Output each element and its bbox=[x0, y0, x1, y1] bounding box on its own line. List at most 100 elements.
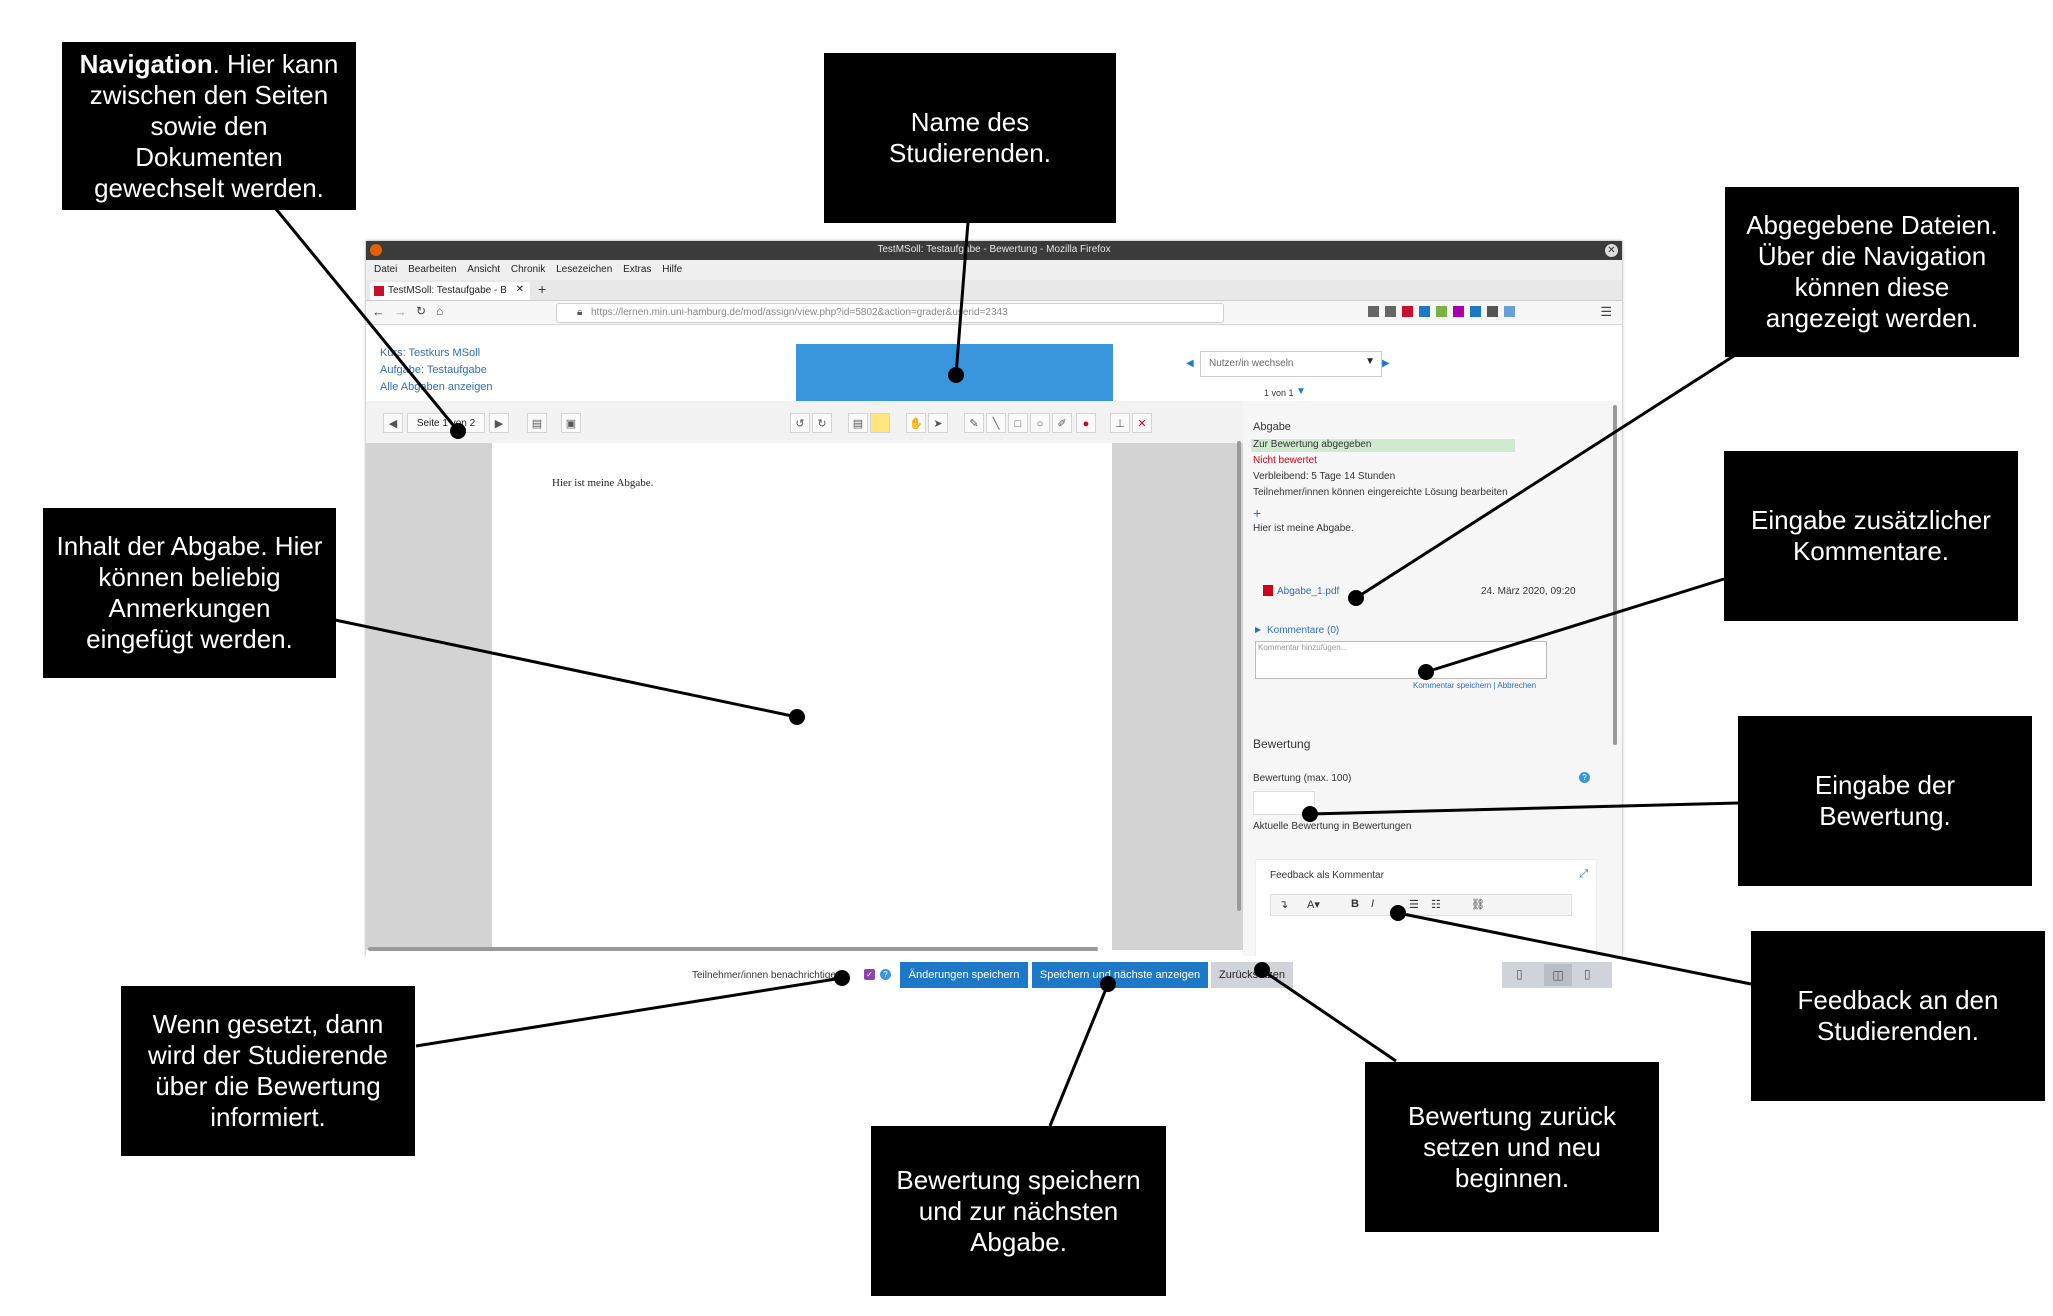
breadcrumb-course[interactable]: Kurs: Testkurs MSoll bbox=[380, 347, 481, 359]
numbered-list-icon[interactable]: ☷ bbox=[1431, 899, 1441, 911]
callout-navigation-bold: Navigation bbox=[79, 48, 213, 79]
layout-both-icon[interactable]: ◫ bbox=[1544, 964, 1572, 986]
document-page[interactable]: Hier ist meine Abgabe. bbox=[492, 443, 1112, 950]
save-and-next-button[interactable]: Speichern und nächste anzeigen bbox=[1032, 962, 1208, 988]
callout-feedback: Feedback an den Studierenden. bbox=[1751, 931, 2045, 1101]
menu-icon[interactable]: ☰ bbox=[1600, 304, 1612, 319]
extension-icons[interactable] bbox=[1368, 306, 1588, 317]
comment-save-link[interactable]: Kommentar speichern bbox=[1413, 681, 1492, 690]
notify-checkbox[interactable]: ✓ bbox=[864, 969, 875, 980]
breadcrumb-all-submissions[interactable]: Alle Abgaben anzeigen bbox=[380, 381, 493, 393]
bold-icon[interactable]: B bbox=[1351, 898, 1359, 910]
save-changes-button[interactable]: Änderungen speichern bbox=[900, 962, 1028, 988]
tab-label: TestMSoll: Testaufgabe - B bbox=[388, 285, 507, 296]
home-icon[interactable]: ⌂ bbox=[436, 304, 444, 318]
previous-page-button[interactable]: ◀ bbox=[383, 413, 403, 433]
notify-help-icon[interactable]: ? bbox=[880, 969, 891, 980]
comment-placeholder: Kommentar hinzufügen... bbox=[1258, 643, 1348, 652]
status-not-graded: Nicht bewertet bbox=[1253, 455, 1317, 466]
filter-icon[interactable]: ▼ bbox=[1296, 386, 1306, 397]
line-reset bbox=[1261, 968, 1397, 1063]
side-scrollbar[interactable] bbox=[1613, 405, 1617, 745]
window-title: TestMSoll: Testaufgabe - Bewertung - Moz… bbox=[877, 244, 1111, 255]
divider-scrollbar[interactable] bbox=[1237, 441, 1241, 911]
feedback-box: Feedback als Kommentar ⤢ ↴ A▾ B I ☰ ☷ ⛓ bbox=[1255, 859, 1597, 956]
select-tool-icon[interactable]: ➤ bbox=[928, 413, 948, 433]
highlight-tool-icon[interactable]: ✐ bbox=[1052, 413, 1072, 433]
line-navigation bbox=[274, 208, 460, 432]
link-icon[interactable]: ⛓ bbox=[1471, 899, 1485, 911]
new-tab-icon[interactable]: + bbox=[538, 281, 547, 297]
menu-item-lesezeichen[interactable]: Lesezeichen bbox=[556, 264, 613, 275]
line-tool-icon[interactable]: ╲ bbox=[986, 413, 1006, 433]
close-tab-icon[interactable]: ✕ bbox=[515, 284, 524, 295]
comment-input[interactable]: Kommentar hinzufügen... bbox=[1255, 641, 1547, 679]
pan-tool-icon[interactable]: ✋ bbox=[906, 413, 926, 433]
oval-tool-icon[interactable]: ○ bbox=[1030, 413, 1050, 433]
menu-item-bearbeiten[interactable]: Bearbeiten bbox=[408, 264, 457, 275]
layout-right-icon[interactable]: ▯ bbox=[1584, 967, 1591, 981]
window-titlebar: TestMSoll: Testaufgabe - Bewertung - Moz… bbox=[366, 241, 1622, 260]
url-field[interactable]: 🔒︎ https://lernen.min.uni-hamburg.de/mod… bbox=[556, 303, 1224, 323]
callout-navigation: Navigation. Hier kann zwischen den Seite… bbox=[62, 42, 356, 210]
time-remaining: Verbleibend: 5 Tage 14 Stunden bbox=[1253, 471, 1396, 482]
stamp-tool-icon[interactable]: ⊥ bbox=[1110, 413, 1130, 433]
line-feedback bbox=[1397, 911, 1752, 986]
footer-bar: Teilnehmer/innen benachrichtigen ✓ ? Änd… bbox=[366, 956, 1622, 996]
forward-icon[interactable]: → bbox=[394, 304, 407, 319]
status-submitted: Zur Bewertung abgegeben bbox=[1251, 439, 1515, 452]
previous-user-icon[interactable]: ◀ bbox=[1186, 358, 1194, 369]
rectangle-tool-icon[interactable]: □ bbox=[1008, 413, 1028, 433]
reload-icon[interactable]: ↻ bbox=[416, 304, 427, 318]
browser-tab[interactable]: TestMSoll: Testaufgabe - B ✕ bbox=[370, 282, 530, 300]
fullscreen-icon[interactable]: ⤢ bbox=[1579, 868, 1588, 880]
grading-heading: Bewertung bbox=[1253, 737, 1311, 751]
dot-notify bbox=[834, 970, 850, 986]
chevron-right-icon[interactable]: ▶ bbox=[1255, 625, 1262, 634]
document-toolbar: ◀ Seite 1 von 2 ▶ ▤ ▣ ↺ ↻ ▤ ✋ ➤ ✎ ╲ □ ○ … bbox=[366, 401, 1243, 443]
font-size-icon[interactable]: A▾ bbox=[1307, 899, 1320, 911]
dot-files bbox=[1348, 590, 1364, 606]
search-comments-icon[interactable]: ▤ bbox=[527, 413, 547, 433]
horizontal-scrollbar[interactable] bbox=[368, 947, 1098, 951]
comments-toggle[interactable]: Kommentare (0) bbox=[1267, 625, 1340, 636]
close-window-icon[interactable]: ✕ bbox=[1605, 244, 1618, 257]
italic-icon[interactable]: I bbox=[1371, 898, 1375, 910]
menu-item-hilfe[interactable]: Hilfe bbox=[662, 264, 683, 275]
expand-comments-icon[interactable]: ▣ bbox=[561, 413, 581, 433]
line-notify bbox=[415, 976, 843, 1048]
submitted-file-link[interactable]: Abgabe_1.pdf bbox=[1277, 586, 1340, 597]
dot-navigation bbox=[450, 423, 466, 439]
stamp-cross-icon[interactable]: ✕ bbox=[1132, 413, 1152, 433]
rotate-left-icon[interactable]: ↺ bbox=[790, 413, 810, 433]
menu-bar: Datei Bearbeiten Ansicht Chronik Lesezei… bbox=[366, 260, 1622, 280]
browser-window: TestMSoll: Testaufgabe - Bewertung - Moz… bbox=[366, 241, 1622, 956]
document-text: Hier ist meine Abgabe. bbox=[552, 477, 654, 489]
layout-left-icon[interactable]: ▯ bbox=[1516, 967, 1523, 981]
user-count: 1 von 1 bbox=[1264, 388, 1294, 398]
back-icon[interactable]: ← bbox=[372, 304, 385, 319]
help-icon[interactable]: ? bbox=[1579, 772, 1590, 783]
grading-panel: Abgabe Zur Bewertung abgegeben Nicht bew… bbox=[1243, 401, 1622, 956]
grade-input[interactable] bbox=[1253, 791, 1315, 815]
comment-tool-icon[interactable]: ▤ bbox=[848, 413, 868, 433]
menu-item-extras[interactable]: Extras bbox=[623, 264, 652, 275]
user-switch-select[interactable]: Nutzer/in wechseln ▼ bbox=[1200, 351, 1382, 377]
current-grade-label: Aktuelle Bewertung in Bewertungen bbox=[1253, 821, 1412, 832]
comment-cancel-link[interactable]: Abbrechen bbox=[1497, 681, 1537, 690]
bullet-list-icon[interactable]: ☰ bbox=[1409, 899, 1419, 911]
undo-icon[interactable]: ↴ bbox=[1279, 899, 1289, 911]
color-picker-icon[interactable] bbox=[870, 413, 890, 433]
annotation-tools: ↺ ↻ ▤ ✋ ➤ ✎ ╲ □ ○ ✐ ● ⊥ ✕ bbox=[790, 413, 1230, 433]
pen-tool-icon[interactable]: ✎ bbox=[964, 413, 984, 433]
menu-item-chronik[interactable]: Chronik bbox=[510, 264, 546, 275]
next-user-icon[interactable]: ▶ bbox=[1382, 358, 1390, 369]
color-drop-icon[interactable]: ● bbox=[1076, 413, 1096, 433]
line-grade bbox=[1309, 801, 1739, 816]
next-page-button[interactable]: ▶ bbox=[489, 413, 509, 433]
reset-button[interactable]: Zurücksetzen bbox=[1211, 962, 1293, 988]
expand-icon[interactable]: + bbox=[1253, 505, 1262, 521]
menu-item-ansicht[interactable]: Ansicht bbox=[467, 264, 501, 275]
rotate-right-icon[interactable]: ↻ bbox=[812, 413, 832, 433]
menu-item-datei[interactable]: Datei bbox=[374, 264, 398, 275]
